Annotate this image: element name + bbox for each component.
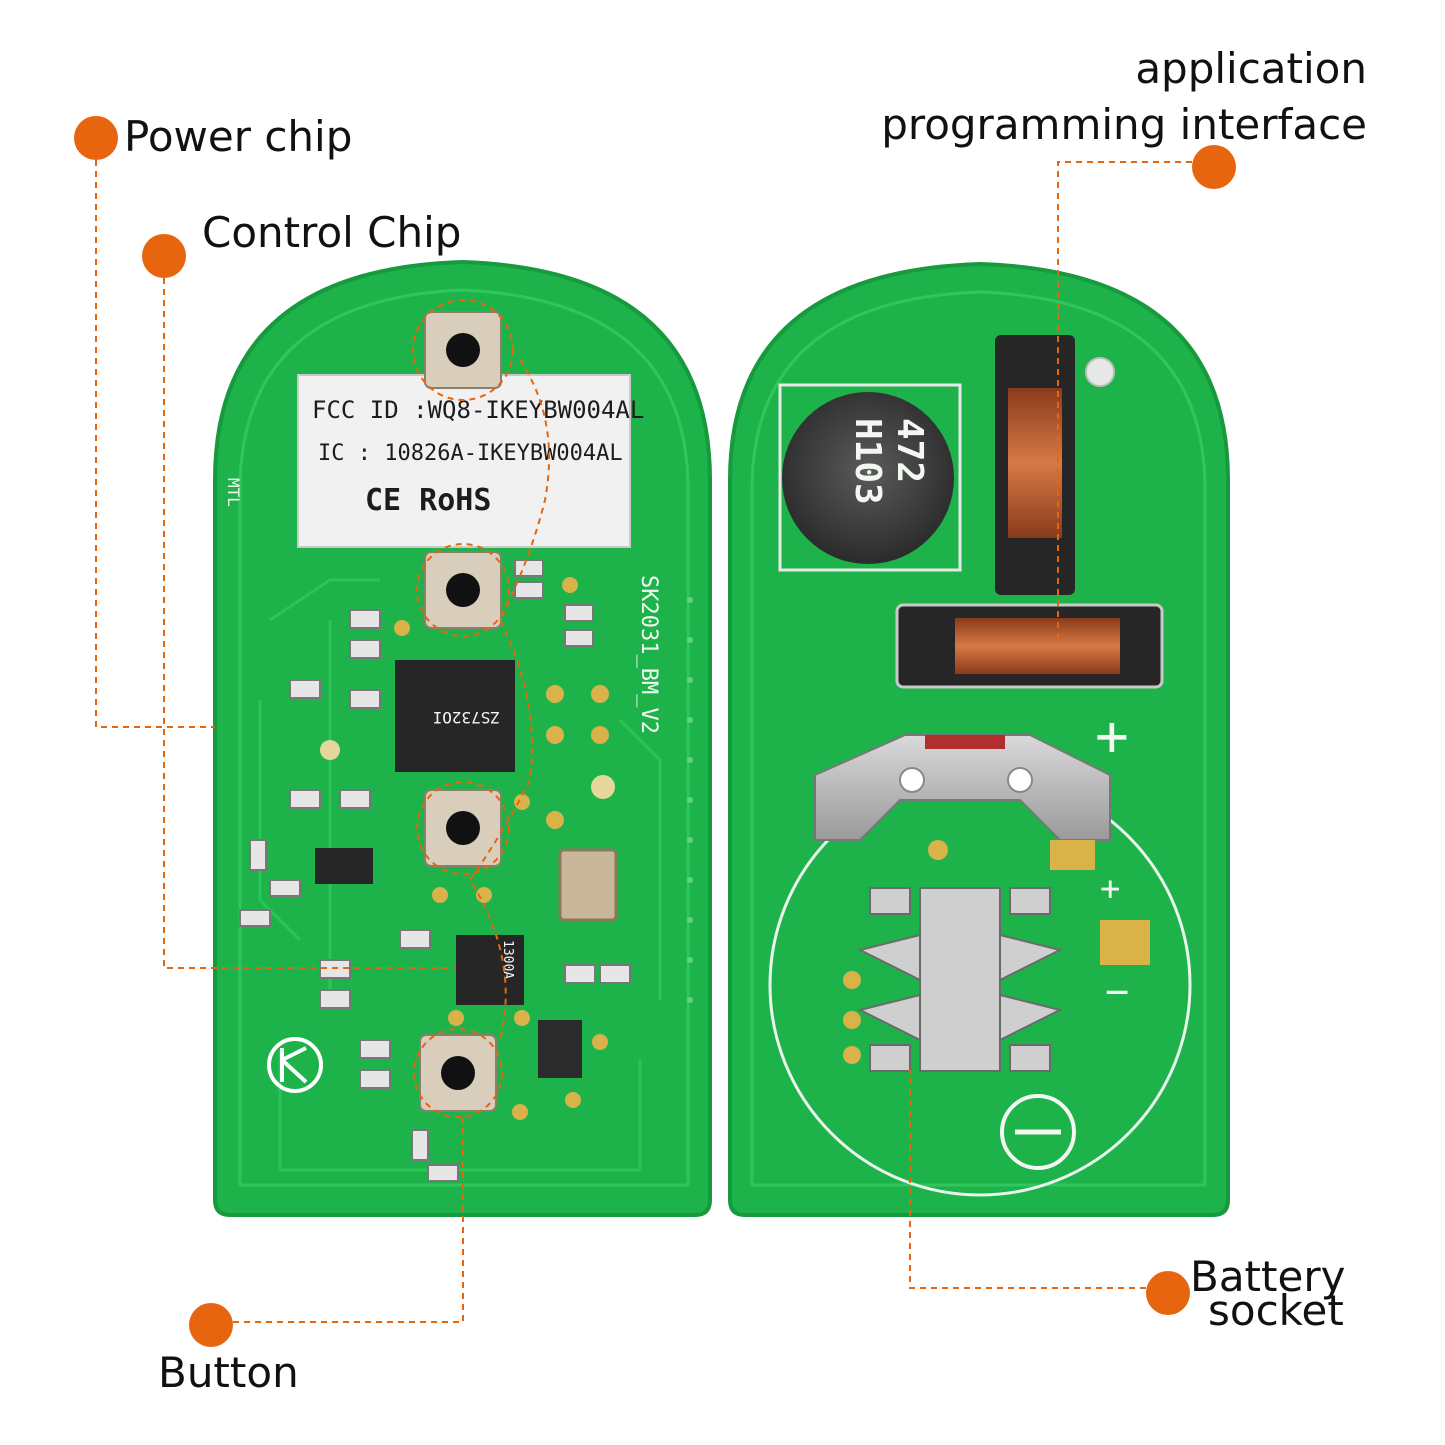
back-pcb-inner-edge: [750, 290, 1207, 1187]
button-dot: [189, 1303, 233, 1347]
control-chip-dot: [142, 234, 186, 278]
control-chip-marking: ZS732OI: [433, 708, 500, 727]
front-pcb-inner-edge: [238, 288, 690, 1187]
power-chip-label: Power chip: [124, 112, 353, 161]
round-inductor: 472 H103: [778, 383, 962, 572]
api-label-line2: programming interface: [881, 100, 1367, 149]
power-chip-dot: [74, 116, 118, 160]
vertical-coil-antenna: [995, 335, 1075, 595]
front-gold-pads: [320, 577, 615, 1120]
plus-marker-top: +: [1095, 704, 1129, 769]
fcc-id-text: FCC ID :WQ8-IKEYBW004AL: [312, 396, 644, 424]
control-chip: ZS732OI: [395, 660, 515, 772]
front-passives: [239, 559, 631, 1182]
control-chip-label: Control Chip: [202, 208, 462, 257]
button-label: Button: [158, 1348, 299, 1397]
inductor-marking-line2: H103: [847, 418, 888, 505]
button-chain-lead: [468, 359, 551, 1041]
minus-marker-small: −: [1105, 969, 1129, 1015]
front-vias: [687, 597, 693, 1003]
horizontal-coil-antenna: [895, 603, 1164, 689]
spring-contacts: [857, 887, 1063, 1072]
battery-label-line2: socket: [1208, 1286, 1344, 1335]
back-gold-pads: [843, 840, 1150, 1064]
callout-leaders: [74, 116, 1236, 1347]
inductor-marking-line1: 472: [889, 418, 930, 483]
plus-marker-small: +: [1100, 869, 1120, 909]
back-board: 472 H103: [728, 261, 1230, 1217]
certification-logo: [267, 1037, 323, 1093]
crystal: [558, 848, 618, 922]
tactile-button-2: [424, 551, 502, 629]
battery-socket-leader: [909, 1070, 1146, 1289]
button-highlights: [412, 299, 514, 1118]
mtl-text: MTL: [224, 478, 243, 507]
board-revision-text: SK2031_BM_V2: [636, 575, 661, 734]
tactile-button-4: [419, 1034, 497, 1112]
api-dot: [1192, 145, 1236, 189]
api-leader: [1057, 161, 1192, 640]
power-chip-leader: [95, 160, 215, 728]
battery-socket-dot: [1146, 1271, 1190, 1315]
minus-circle-marker: [1000, 1094, 1076, 1170]
button-leader: [233, 1118, 464, 1323]
api-label-line1: application: [1135, 44, 1367, 93]
front-board: FCC ID :WQ8-IKEYBW004AL IC : 10826A-IKEY…: [213, 259, 712, 1217]
transistor: [315, 848, 373, 884]
control-chip-leader: [163, 278, 456, 969]
fcc-label: [297, 374, 631, 548]
mounting-hole: [1085, 357, 1115, 387]
tactile-button-3: [424, 789, 502, 867]
battery-label-line1: Battery: [1190, 1252, 1346, 1301]
power-chip: 1300A: [456, 935, 524, 1005]
small-ic: [538, 1020, 582, 1078]
ic-text: IC : 10826A-IKEYBW004AL: [318, 441, 623, 466]
tactile-button-1: [424, 311, 502, 389]
ce-rohs-text: CE RoHS: [365, 483, 491, 518]
